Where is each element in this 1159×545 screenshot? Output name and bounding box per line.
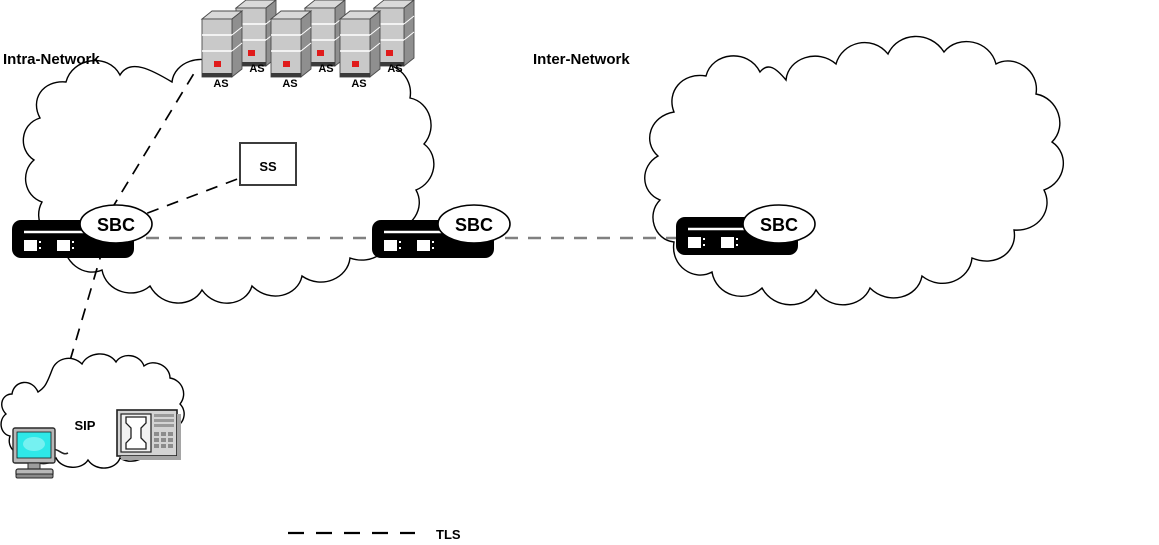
server-as-3[interactable]	[270, 10, 312, 78]
zone-label-inter: Inter-Network	[533, 51, 630, 68]
workstation-screen	[16, 431, 52, 459]
sbc-mid-badge	[437, 204, 511, 244]
server-as-5[interactable]	[339, 10, 381, 78]
inter-network-cloud	[644, 35, 1065, 306]
ip-phone-display	[154, 414, 174, 427]
workstation-endpoint[interactable]	[12, 427, 69, 479]
sbc-left-label: SBC	[97, 215, 135, 235]
sbc-right[interactable]: SBC	[674, 204, 816, 257]
zone-label-intra: Intra-Network	[3, 51, 100, 68]
legend: TLS	[288, 527, 461, 542]
sbc-left[interactable]: SBC	[10, 204, 153, 260]
legend-label-tls: TLS	[436, 527, 461, 542]
sbc-mid-label: SBC	[455, 215, 493, 235]
sbc-left-badge	[79, 204, 153, 244]
server-label-as-3: AS	[282, 78, 297, 90]
ip-phone-endpoint[interactable]	[116, 409, 181, 460]
server-label-as-6: AS	[387, 63, 402, 75]
sbc-mid[interactable]: SBC	[370, 204, 511, 260]
sbc-right-label: SBC	[760, 215, 798, 235]
server-label-as-5: AS	[351, 78, 366, 90]
application-server-group: AS AS AS AS AS AS	[201, 0, 415, 90]
server-as-1[interactable]	[201, 10, 243, 78]
tls-link-sbc-to-as	[99, 69, 197, 229]
ss-node-label: SS	[259, 159, 277, 174]
ss-node[interactable]: SS	[239, 142, 297, 186]
ip-phone-keypad[interactable]	[154, 432, 173, 448]
sip-cloud-label: SIP	[75, 418, 96, 433]
tls-link-sbc-to-sip	[61, 247, 104, 389]
server-label-as-4: AS	[318, 63, 333, 75]
sbc-right-badge	[742, 204, 816, 244]
server-label-as-2: AS	[249, 63, 264, 75]
server-label-as-1: AS	[213, 78, 228, 90]
